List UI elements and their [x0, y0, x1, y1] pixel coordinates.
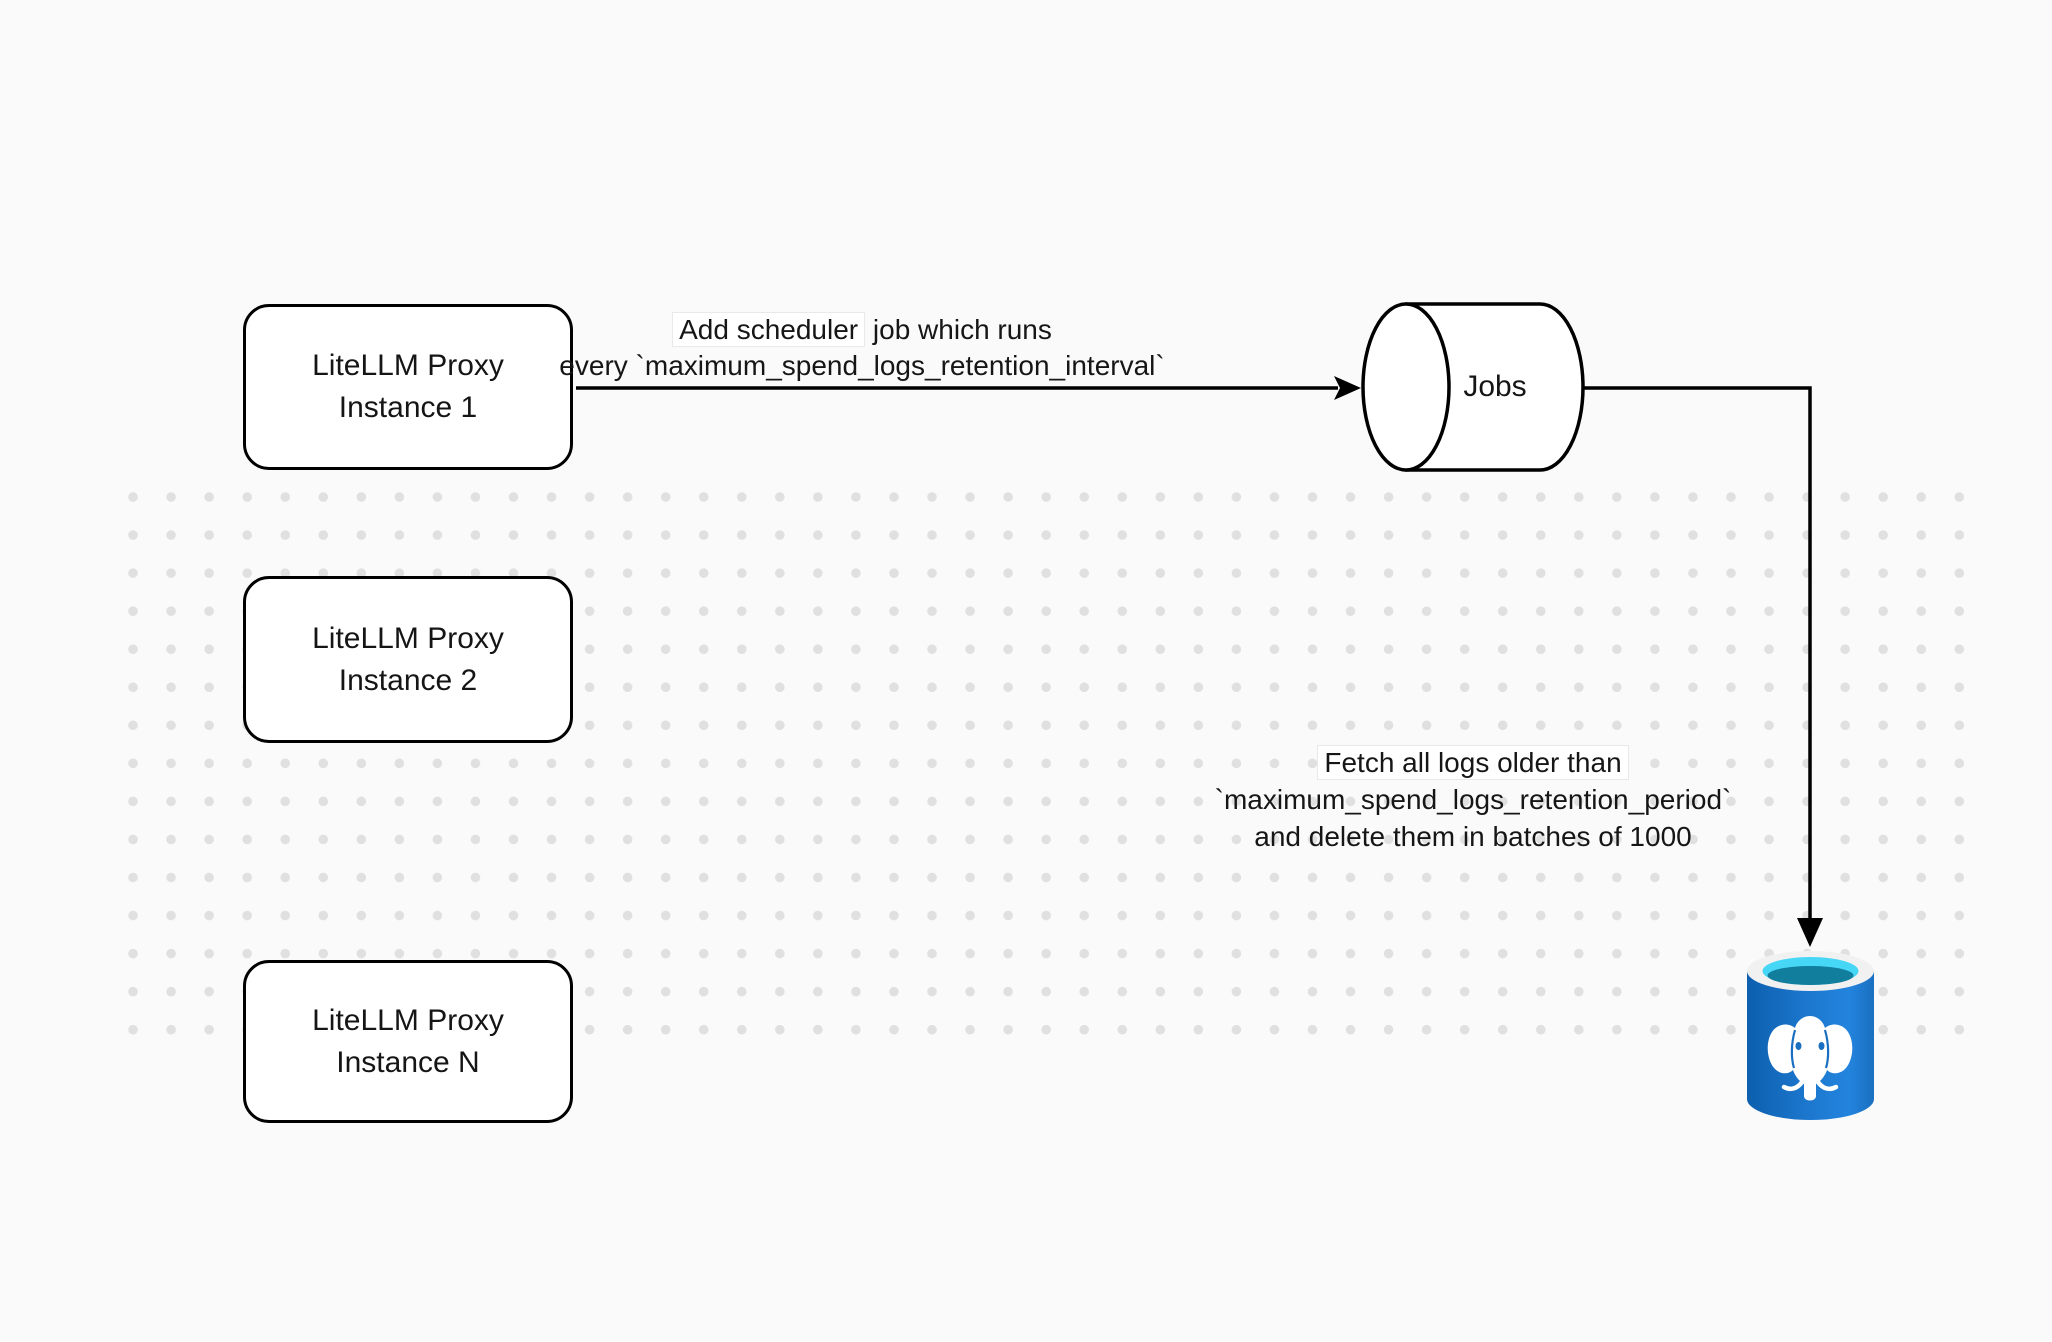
- node-litellm-proxy-instance-n: LiteLLM Proxy Instance N: [243, 960, 573, 1123]
- edge-label-fetch-logs: Fetch all logs older than `maximum_spend…: [1123, 744, 1823, 855]
- node-label-line: Instance 2: [338, 663, 478, 697]
- jobs-node-label: Jobs: [1463, 370, 1527, 403]
- node-label-line: LiteLLM Proxy: [312, 349, 504, 382]
- node-label-line: Instance N: [336, 1045, 480, 1079]
- node-label-line: LiteLLM Proxy: [312, 621, 504, 655]
- node-litellm-proxy-instance-1: LiteLLM Proxy Instance 1: [243, 304, 573, 470]
- edge-label-add-scheduler-job: Add scheduler job which runs every `maxi…: [512, 312, 1212, 384]
- postgresql-database-icon: [1747, 951, 1874, 1120]
- edge-label-line: Add scheduler job which runs: [512, 312, 1212, 348]
- edge-label-line: `maximum_spend_logs_retention_period`: [1214, 784, 1732, 815]
- edge-arrow-to-jobs: [576, 376, 1361, 400]
- postgresql-elephant-icon: [1767, 1016, 1853, 1101]
- edge-label-line: every `maximum_spend_logs_retention_inte…: [559, 350, 1165, 381]
- node-label-line: LiteLLM Proxy: [312, 1003, 504, 1037]
- edge-arrow-to-database: [1583, 386, 1823, 947]
- database-liquid-shade: [1767, 966, 1854, 985]
- edge-label-highlight: Add scheduler: [672, 312, 866, 347]
- node-label-line: Instance 1: [338, 391, 478, 424]
- node-litellm-proxy-instance-2: LiteLLM Proxy Instance 2: [243, 576, 573, 743]
- edge-label-line: Fetch all logs older than: [1123, 744, 1823, 781]
- jobs-cylinder-shape: [1361, 302, 1585, 472]
- edge-label-line: and delete them in batches of 1000: [1254, 821, 1692, 852]
- edge-label-highlight: Fetch all logs older than: [1317, 745, 1629, 780]
